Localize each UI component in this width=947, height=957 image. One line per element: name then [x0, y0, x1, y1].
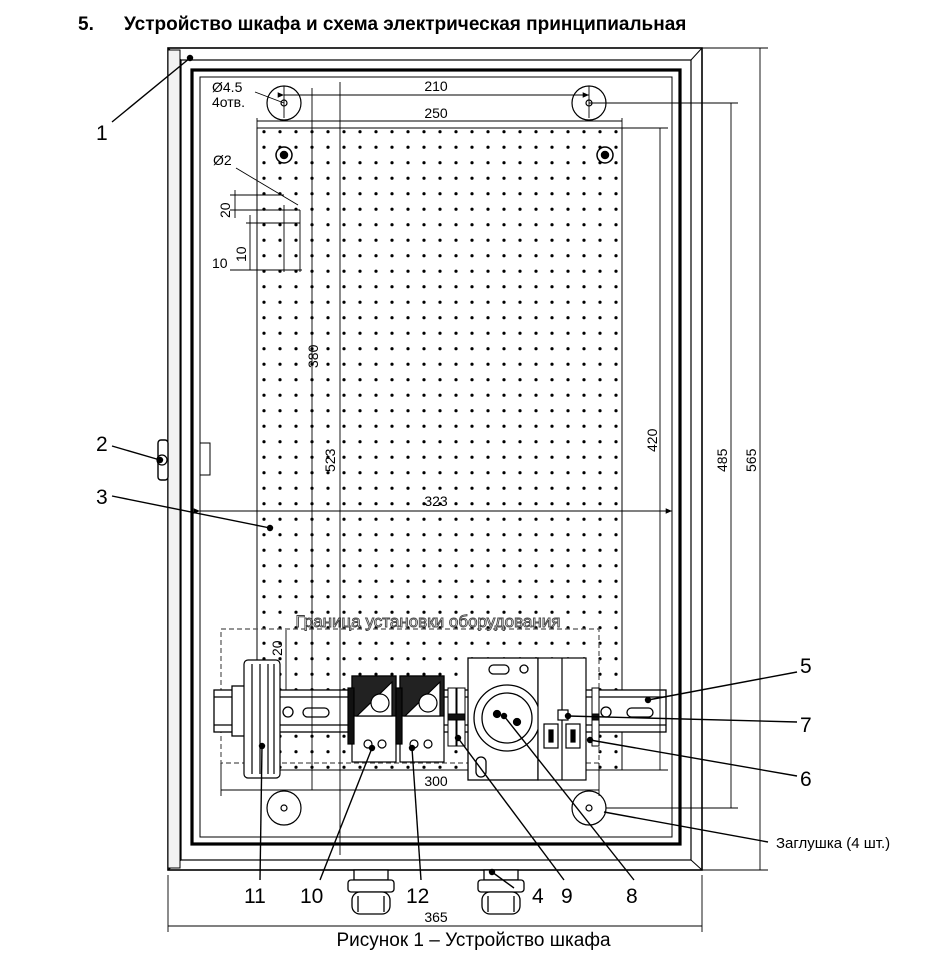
equipment-zone-label: Граница установки оборудования: [296, 612, 561, 631]
dim-250: 250: [424, 105, 448, 121]
callout-7: 7: [800, 714, 812, 737]
plate-screw-icon: [275, 146, 614, 164]
dim-420: 420: [644, 428, 660, 452]
dim-hole-diameter: Ø4.5: [212, 79, 243, 95]
dim-523: 523: [322, 448, 338, 472]
callout-9: 9: [561, 885, 573, 908]
section-heading: 5. Устройство шкафа и схема электрическая…: [78, 14, 686, 36]
dim-300: 300: [424, 773, 448, 789]
dim-210: 210: [424, 78, 448, 94]
callout-12: 12: [406, 885, 429, 908]
door-lock: [156, 439, 211, 481]
hinge-strip: [167, 49, 181, 869]
figure-caption: Рисунок 1 – Устройство шкафа: [336, 930, 611, 951]
heater: [243, 659, 281, 779]
callout-3: 3: [96, 486, 108, 509]
dimension-lines: [167, 47, 768, 932]
section-number: 5.: [78, 14, 94, 35]
dim-323: 323: [424, 493, 448, 509]
callout-4: 4: [532, 885, 544, 908]
callout-2: 2: [96, 433, 108, 456]
callout-8: 8: [626, 885, 638, 908]
dim-pitch-20: 20: [217, 202, 233, 218]
callout-leaders: [111, 57, 798, 889]
plug-label: Заглушка (4 шт.): [776, 835, 890, 852]
cabinet-body: [167, 47, 703, 871]
callout-5: 5: [800, 655, 812, 678]
dim-pitch-10-v: 10: [233, 246, 249, 262]
circuit-breaker: [537, 657, 587, 781]
plug-icon: [266, 790, 607, 826]
callout-6: 6: [800, 768, 812, 791]
callout-11: 11: [244, 885, 266, 908]
callout-10: 10: [300, 885, 323, 908]
dim-hole-count: 4отв.: [212, 94, 245, 110]
thermostat: [347, 675, 397, 763]
dim-20-offset: 20: [269, 640, 285, 656]
cable-gland: [347, 869, 525, 915]
thermostat: [395, 675, 445, 763]
dim-perf-hole-diameter: Ø2: [213, 152, 232, 168]
dim-380: 380: [305, 344, 321, 368]
section-title: Устройство шкафа и схема электрическая п…: [124, 14, 687, 35]
dim-485: 485: [714, 448, 730, 472]
dim-565: 565: [743, 448, 759, 472]
dim-pitch-10-h: 10: [212, 255, 228, 271]
dim-365: 365: [424, 909, 448, 925]
callout-1: 1: [96, 122, 108, 145]
callout-dots: [156, 54, 652, 876]
